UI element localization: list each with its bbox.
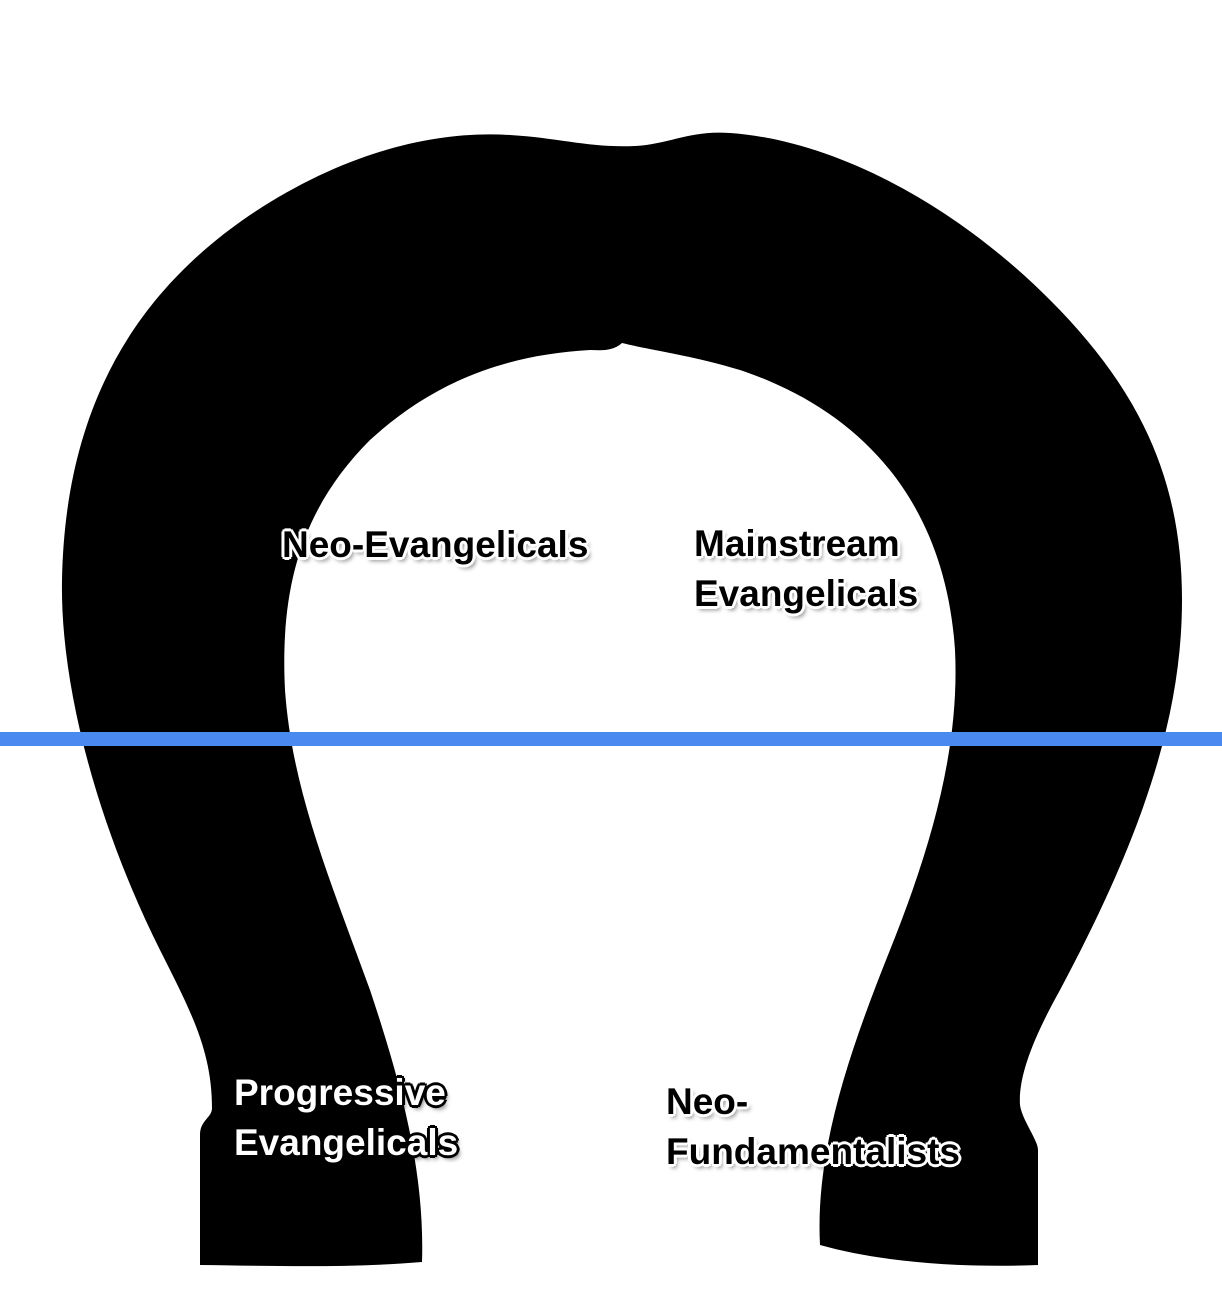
label-neo-fund-line1: Neo- [666, 1081, 749, 1122]
label-neo-evangelicals: Neo-Evangelicals [282, 520, 588, 570]
label-neo-fundamentalists: Neo- Fundamentalists [666, 1077, 960, 1177]
label-mainstream-evangelicals: Mainstream Evangelicals [694, 519, 918, 619]
horseshoe-outline [61, 132, 1183, 1267]
label-progressive-line1: Progressive [234, 1072, 446, 1113]
label-progressive-evangelicals: Progressive Evangelicals [234, 1068, 458, 1168]
label-mainstream-line1: Mainstream [694, 523, 900, 564]
blue-divider-line [0, 732, 1222, 746]
label-progressive-line2: Evangelicals [234, 1122, 459, 1163]
label-neo-fund-line2: Fundamentalists [666, 1131, 960, 1172]
label-mainstream-line2: Evangelicals [694, 573, 919, 614]
label-neo-evangelicals-text: Neo-Evangelicals [282, 524, 589, 565]
